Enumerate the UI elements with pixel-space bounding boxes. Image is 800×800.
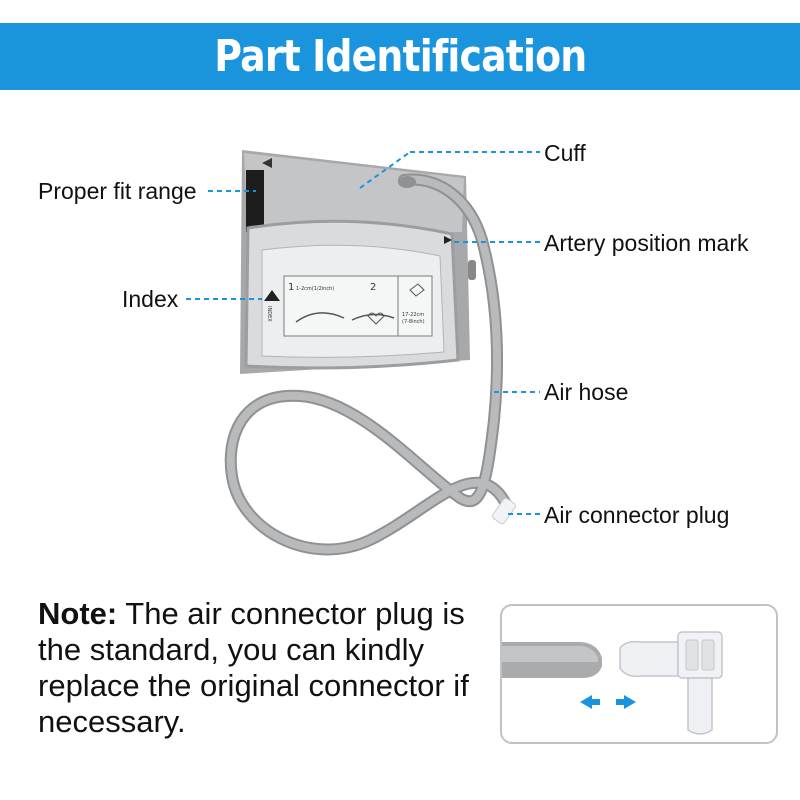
connector-detail-inset xyxy=(500,604,778,744)
index-label: Index xyxy=(122,286,179,312)
connector-detail-illustration xyxy=(502,631,723,735)
air-hose-label: Air hose xyxy=(544,379,629,405)
leader-lines xyxy=(186,151,540,515)
step1-number: 1 xyxy=(288,282,294,293)
air-connector-plug-label: Air connector plug xyxy=(544,502,730,528)
title-banner: Part Identification xyxy=(0,23,800,90)
step1-text: 1-2cm(1/2inch) xyxy=(296,286,334,292)
artery-position-mark-label: Artery position mark xyxy=(544,230,749,256)
cuff-leader xyxy=(359,151,411,189)
index-tab-text: INDEX xyxy=(266,306,272,322)
connector-plug-shape xyxy=(492,497,516,525)
cuff-label: Cuff xyxy=(544,140,586,166)
note-heading: Note: xyxy=(38,596,118,631)
range-text-1: 17-22cm xyxy=(402,312,424,318)
connector-plug-icon xyxy=(619,631,723,735)
page-title: Part Identification xyxy=(213,31,587,82)
air-hose xyxy=(224,173,516,556)
push-pull-arrows-icon xyxy=(580,695,636,709)
index-arrow-icon xyxy=(264,290,280,301)
artery-mark-icon xyxy=(444,236,452,244)
step2-number: 2 xyxy=(370,282,376,293)
note-text: Note: The air connector plug is the stan… xyxy=(38,596,498,740)
cuff: 1 1-2cm(1/2inch) 2 17-22cm (7-8inch) IND… xyxy=(240,150,476,374)
note-body: The air connector plug is the standard, … xyxy=(38,596,469,739)
range-text-2: (7-8inch) xyxy=(402,319,425,325)
proper-fit-range-label: Proper fit range xyxy=(38,178,197,204)
fit-range-bar xyxy=(246,170,264,232)
